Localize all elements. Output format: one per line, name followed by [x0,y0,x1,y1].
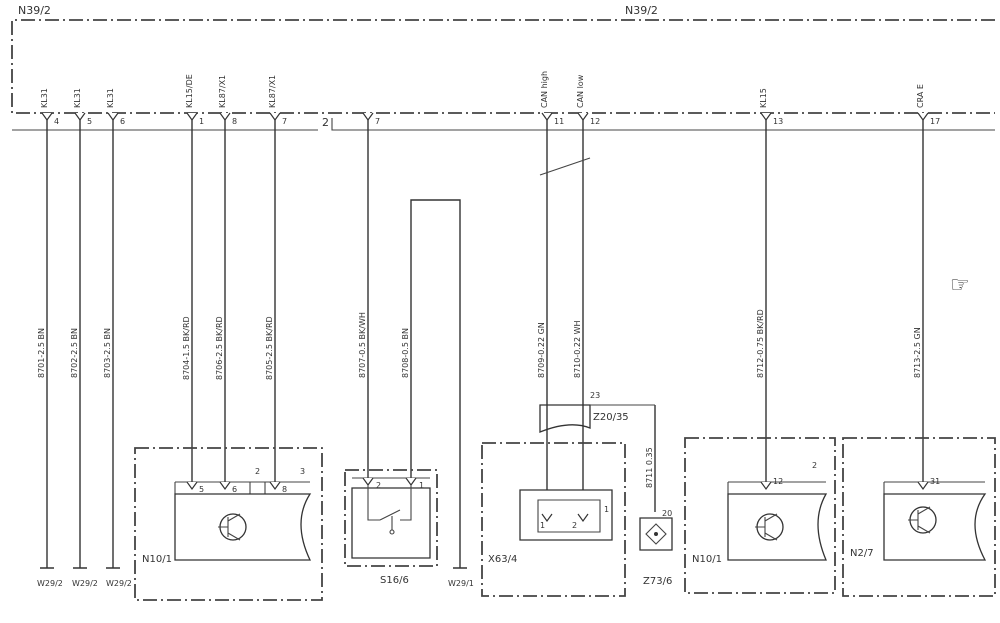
component-code: S16/6 [380,575,409,586]
wire-label: 8703-2.5 BN [103,328,112,378]
terminal-pin: 13 [773,117,783,126]
terminal-pin: 6 [120,117,125,126]
component-pin: 20 [662,509,672,518]
terminal-t12: CAN low 12 [576,74,600,126]
wire-label: 8707-0.5 BK/WH [358,312,367,378]
terminal-pin: 12 [590,117,600,126]
component-section: 3 [300,467,305,476]
terminal-signal: CRA E [916,84,925,108]
component-s16-6: 2 1 S16/6 [344,469,438,586]
wire-label: 8710-0.22 WH [573,320,582,378]
component-n2-7: 31 N2/7 [842,437,996,597]
terminal-pin: 1 [199,117,204,126]
component-pin: 5 [199,485,204,494]
terminal-signal: KL31 [40,88,49,108]
terminal-pin: 8 [232,117,237,126]
module-n39-2: N39/2 N39/2 2 [11,4,995,131]
terminal-t4: KL31 4 [40,88,59,126]
wire-8708 [410,199,461,568]
terminal-signal: KL15/DE [185,74,194,108]
wire-label: 8712-0.75 BK/RD [756,309,765,378]
terminal-signal: CAN low [576,74,585,108]
terminal-pin: 7 [282,117,287,126]
module-code-left: N39/2 [18,4,51,17]
terminal-t1: KL15/DE 1 [185,74,204,126]
terminal-pin: 5 [87,117,92,126]
ground-label: W29/2 [72,579,98,588]
wire-label: 8709-0.22 GN [537,322,546,378]
component-pin: 12 [773,477,783,486]
component-code: Z20/35 [593,412,629,423]
switch-icon [367,485,412,530]
component-code: X63/4 [488,554,517,565]
terminal-t5: KL31 5 [73,88,92,126]
component-pin: 6 [232,485,237,494]
terminal-signal: KL87/X1 [218,75,227,108]
terminal-signal: KL31 [106,88,115,108]
terminal-group: KL31 4 KL31 5 KL31 6 KL15/DE 1 KL87/X1 8… [40,71,940,126]
terminal-signal: CAN high [540,71,549,108]
terminal-t7b: 7 [362,112,380,126]
component-n10-1-left: 5 6 8 2 3 N10/1 [134,447,323,601]
wire-label: 8711 0.35 [645,447,654,488]
ground-label: W29/2 [106,579,132,588]
module-code-center: N39/2 [625,4,658,17]
splice-pin: 23 [590,391,600,400]
wire-label: 8704-1.5 BK/RD [182,316,191,380]
twisted-pair-mark [539,157,591,176]
component-section: 1 [604,505,609,514]
component-x63-4: 1 2 1 X63/4 [481,442,626,597]
terminal-pin: 4 [54,117,59,126]
component-code: N2/7 [850,548,874,559]
ground-terminals: W29/2 W29/2 W29/2 W29/1 [37,567,474,588]
component-pin: 31 [930,477,940,486]
terminal-t7: KL87/X1 7 [268,75,287,126]
component-pin: 1 [540,521,545,530]
wire-label: 8713-2.5 GN [913,327,922,378]
component-z20-35: 23 Z20/35 [539,391,655,433]
component-pin: 8 [282,485,287,494]
wire-label: 8702-2.5 BN [70,328,79,378]
terminal-signal: KL15 [759,88,768,108]
terminal-t13: KL15 13 [759,88,783,126]
wire-label: 8708-0.5 BN [401,328,410,378]
wires [46,120,924,568]
pointing-hand-icon: ☞ [950,273,970,298]
terminal-pin: 11 [554,117,564,126]
component-section: 2 [812,461,817,470]
ground-label: W29/2 [37,579,63,588]
wire-labels: 8701-2.5 BN 8702-2.5 BN 8703-2.5 BN 8704… [37,309,922,488]
terminal-signal: KL87/X1 [268,75,277,108]
component-pin: 1 [419,481,424,490]
terminal-t8: KL87/X1 8 [218,75,237,126]
wire-label: 8705-2.5 BK/RD [265,316,274,380]
component-pin: 2 [376,481,381,490]
component-section: 2 [255,467,260,476]
wire-label: 8701-2.5 BN [37,328,46,378]
component-pin: 2 [572,521,577,530]
terminal-t17: CRA E 17 [916,84,940,126]
terminal-signal: KL31 [73,88,82,108]
terminal-pin: 7 [375,117,380,126]
wire-label: 8706-2.5 BK/RD [215,316,224,380]
terminal-pin: 17 [930,117,940,126]
component-code: Z73/6 [643,576,672,587]
ground-label: W29/1 [448,579,474,588]
component-z73-6: 20 Z73/6 [639,509,673,587]
component-code: N10/1 [692,554,722,565]
component-n10-1-right: 12 2 N10/1 [684,437,836,594]
component-code: N10/1 [142,554,172,565]
terminal-t11: CAN high 11 [540,71,564,126]
terminal-t6: KL31 6 [106,88,125,126]
connector-break-label: 2 [322,116,329,129]
